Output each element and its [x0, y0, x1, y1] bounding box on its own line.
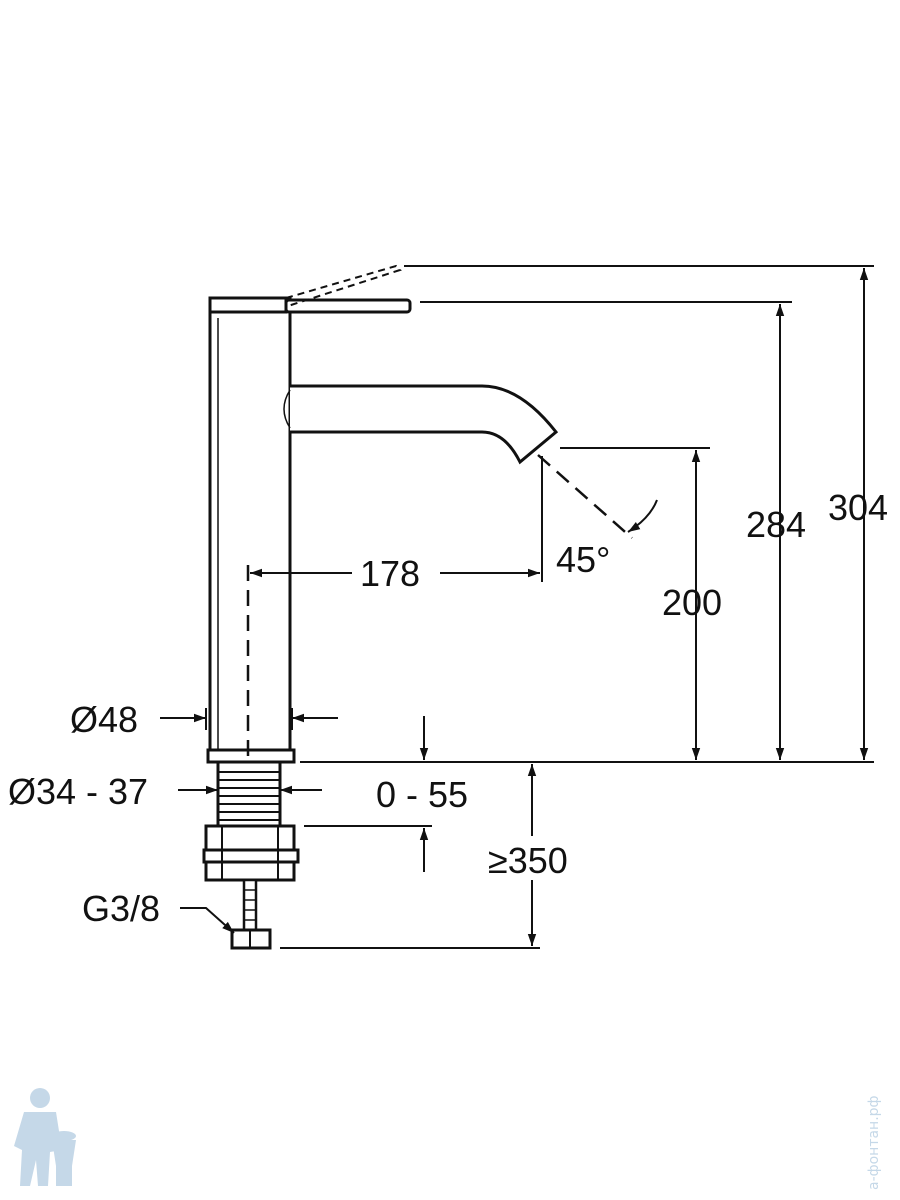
- site-watermark: а-фонтан.рф: [866, 1095, 882, 1190]
- mounting-shank: [202, 760, 300, 882]
- supply-hose: [230, 878, 272, 950]
- spout-top-height-label: 284: [746, 504, 806, 545]
- supply-length-label: ≥350: [488, 840, 568, 881]
- spout-height-label: 200: [662, 582, 722, 623]
- lever-handle: [208, 264, 412, 314]
- total-height-label: 304: [828, 487, 888, 528]
- hole-diameter-label: Ø34 - 37: [8, 771, 148, 812]
- dimension-lines: [160, 268, 869, 946]
- faucet-body: [206, 296, 296, 764]
- spout: [283, 384, 559, 465]
- spout-angle-label: 45°: [556, 539, 610, 580]
- spout-reach-label: 178: [360, 553, 420, 594]
- deck-thickness-label: 0 - 55: [376, 774, 468, 815]
- plumber-logo-icon: [14, 1088, 76, 1186]
- body-diameter-label: Ø48: [70, 699, 138, 740]
- extension-lines: [205, 265, 874, 949]
- connection-thread-label: G3/8: [82, 888, 160, 929]
